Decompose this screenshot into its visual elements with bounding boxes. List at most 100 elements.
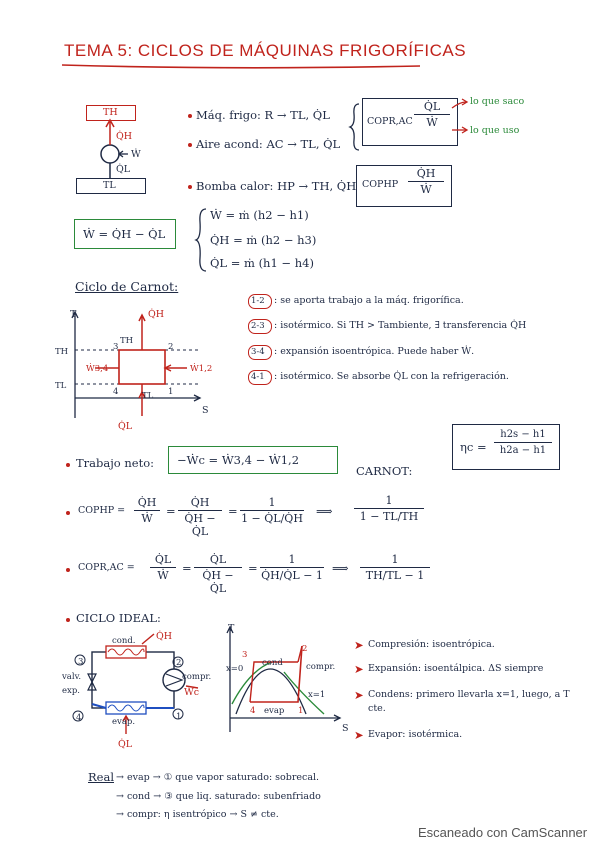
- schematic-compr: compr.: [182, 672, 212, 682]
- carnot-ts-diagram: [71, 310, 202, 418]
- carnot-th: TH: [55, 347, 69, 357]
- cop-hp-f1: Q̇H Ẇ: [134, 496, 160, 525]
- heat-pump-definition: Bomba calor: HP → TH, Q̇H: [196, 179, 357, 193]
- implies: ⟹: [332, 561, 349, 575]
- th-label: TH: [103, 107, 118, 118]
- ideal-arrow: ➤: [354, 638, 364, 652]
- den: 1 − Q̇L/Q̇H: [241, 512, 303, 525]
- balance-brace: [194, 208, 207, 272]
- bullet: [66, 618, 70, 622]
- title-underline: [61, 64, 421, 69]
- schematic-valv: valv. exp.: [62, 672, 82, 696]
- equals: =: [182, 561, 192, 575]
- net-work-eq: −Ẇc = Ẇ3,4 − Ẇ1,2: [177, 453, 300, 467]
- den: TH/TL − 1: [365, 569, 425, 582]
- bullet: [66, 568, 70, 572]
- step-tag: 3-4: [251, 347, 265, 357]
- den: Ẇ: [141, 512, 153, 525]
- carnot-tl-inner: TL: [142, 391, 154, 401]
- schematic-ql: Q̇L: [118, 739, 133, 750]
- num: Q̇L: [209, 553, 227, 566]
- eta-label: ηc =: [460, 440, 487, 454]
- ts-s-axis: S: [342, 723, 349, 734]
- net-work-box: −Ẇc = Ẇ3,4 − Ẇ1,2: [168, 446, 338, 474]
- ts-p2: 2: [302, 644, 308, 654]
- ideal-ts-diagram: [226, 625, 342, 732]
- work-balance-box: Ẇ = Q̇H − Q̇L: [74, 219, 176, 249]
- ideal-arrow: ➤: [354, 662, 364, 676]
- cop-hp-den: Ẇ: [420, 183, 432, 196]
- den: Q̇H − Q̇L: [202, 569, 234, 595]
- balance-eq2: Q̇H = ṁ (h2 − h3): [210, 233, 317, 247]
- ideal-item: Expansión: isoentálpica. ΔS siempre: [368, 663, 544, 674]
- ideal-item: Condens: primero llevarla x=1, luego, a …: [368, 689, 570, 714]
- brace: [348, 103, 360, 151]
- cop-hp-fraction: Q̇H Ẇ: [408, 167, 444, 196]
- lo-que-saco-note: lo que saco: [470, 96, 525, 107]
- schematic-qh: Q̇H: [156, 631, 173, 642]
- cop-hp-box: [356, 165, 452, 207]
- ts-compr: compr.: [306, 662, 336, 672]
- schematic-wc: Ẇc: [184, 687, 200, 698]
- eta-fraction: h2s − h1 h2a − h1: [494, 428, 552, 457]
- lo-que-uso-note: lo que uso: [470, 125, 520, 136]
- schematic-n4: 4: [76, 713, 82, 723]
- diagram1-w: Ẇ: [131, 149, 141, 160]
- real-line3: → compr: η isentrópico → S ≠ cte.: [116, 809, 279, 820]
- bullet: [188, 185, 192, 189]
- carnot-tl: TL: [55, 381, 67, 391]
- cop-r-fraction: Q̇L Ẇ: [414, 100, 450, 129]
- cop-r-label: COPR,AC: [367, 116, 413, 127]
- carnot-th-inner: TH: [120, 336, 134, 346]
- num: Q̇H: [137, 496, 157, 509]
- ideal-item: Evapor: isotérmica.: [368, 729, 463, 740]
- cop-r-f2: Q̇L Q̇H − Q̇L: [194, 553, 242, 595]
- schematic-n2: 2: [176, 658, 182, 668]
- schematic-n3: 3: [78, 657, 84, 667]
- page-title: TEMA 5: CICLOS DE MÁQUINAS FRIGORÍFICAS: [64, 41, 467, 60]
- cop-r-den: Ẇ: [426, 116, 438, 129]
- balance-eq3: Q̇L = ṁ (h1 − h4): [210, 256, 314, 270]
- step-tag: 4-1: [251, 372, 265, 382]
- cop-hp-chain-label: COPHP =: [78, 505, 126, 516]
- bullet: [188, 114, 192, 118]
- carnot-heading: Ciclo de Carnot:: [75, 279, 179, 294]
- num: 1: [268, 496, 276, 509]
- ts-p4: 4: [250, 706, 256, 716]
- den: Q̇H/Q̇L − 1: [261, 569, 323, 582]
- eta-num: h2s − h1: [500, 429, 546, 440]
- eta-den: h2a − h1: [499, 445, 547, 456]
- schematic-evap: evap.: [112, 717, 136, 727]
- step-text: : isotérmico. Si TH > Tambiente, ∃ trans…: [274, 320, 527, 331]
- diagram1-ql: Q̇L: [116, 164, 131, 175]
- carnot-p4: 4: [113, 387, 119, 397]
- bullet: [66, 463, 70, 467]
- tl-label: TL: [103, 180, 116, 191]
- scanner-watermark: Escaneado con CamScanner: [418, 825, 588, 840]
- annotation-arrows: [451, 98, 469, 134]
- tl-reservoir: TL: [76, 178, 146, 194]
- step-tag: 1-2: [251, 296, 265, 306]
- fridge-diagram: [100, 118, 128, 178]
- equals: =: [166, 504, 176, 518]
- num: Q̇H: [190, 496, 210, 509]
- equals: =: [248, 561, 258, 575]
- real-label: Real: [88, 770, 114, 784]
- step-tag: 2-3: [251, 321, 265, 331]
- ideal-arrow: ➤: [354, 728, 364, 742]
- ideal-heading: CICLO IDEAL:: [76, 611, 161, 625]
- carnot-p1: 1: [168, 387, 174, 397]
- real-line2: → cond → ③ que liq. saturado: subenfriad…: [116, 791, 321, 802]
- cop-r-chain-label: COPR,AC =: [78, 562, 135, 573]
- bullet: [66, 511, 70, 515]
- carnot-ql: Q̇L: [118, 421, 133, 432]
- ideal-cycle-schematic: [72, 633, 199, 734]
- efficiency-box: [452, 424, 560, 470]
- carnot-w34: Ẇ3,4: [86, 364, 109, 374]
- carnot-s-axis: S: [202, 405, 209, 416]
- ts-p1: 1: [298, 706, 304, 716]
